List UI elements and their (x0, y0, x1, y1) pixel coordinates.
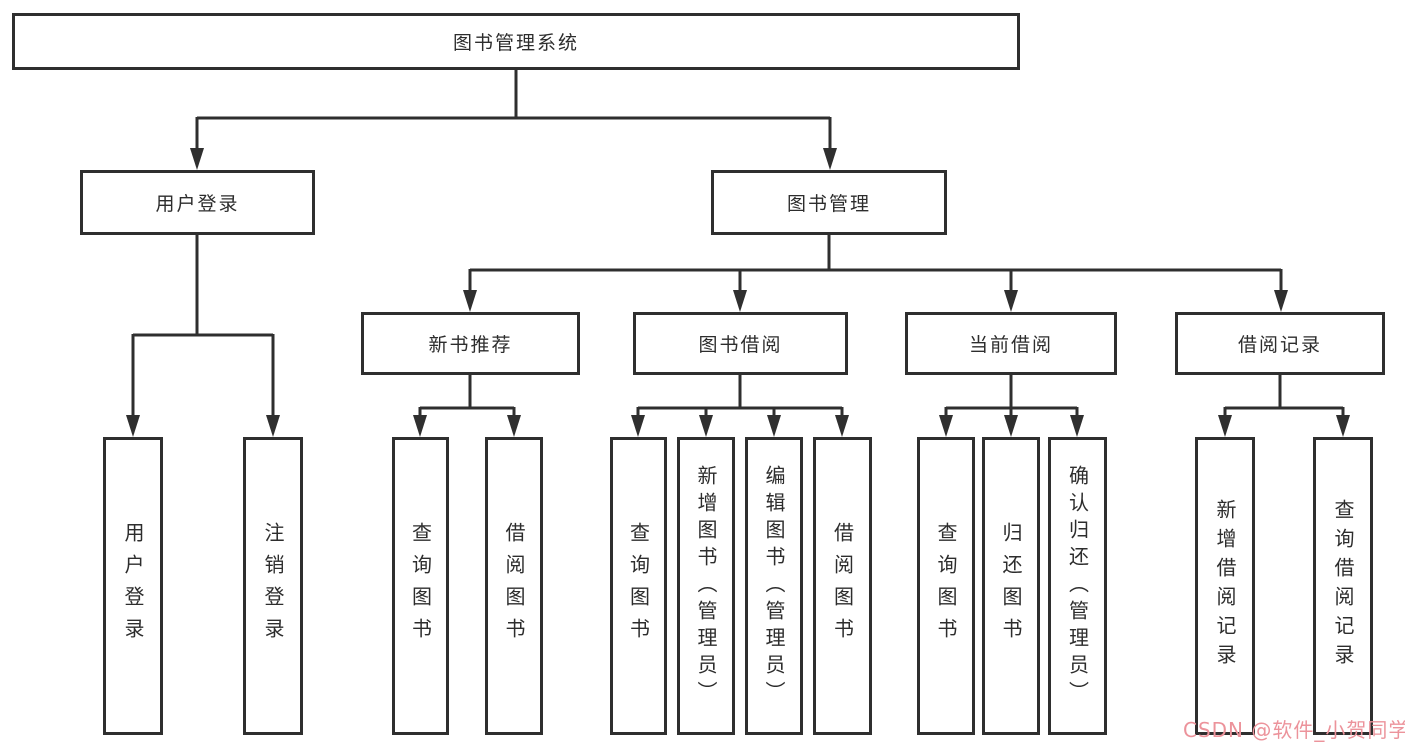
leaf-recommend-query-book: 查询图书 (392, 437, 449, 735)
leaf-records-query-record-label: 查询借阅记录 (1331, 499, 1355, 673)
leaf-current-query-book: 查询图书 (917, 437, 975, 735)
leaf-borrowing-query-book: 查询图书 (610, 437, 667, 735)
leaf-current-return-book: 归还图书 (982, 437, 1040, 735)
node-borrowing-records-label: 借阅记录 (1237, 334, 1322, 356)
node-new-book-recommend-label: 新书推荐 (428, 334, 513, 356)
leaf-borrowing-edit-book-admin-label: 编辑图书（管理员） (762, 464, 786, 708)
leaf-current-confirm-return-admin: 确认归还（管理员） (1048, 437, 1107, 735)
leaf-borrowing-borrow-book-label: 借阅图书 (830, 522, 855, 650)
csdn-watermark: CSDN @软件_小贺同学 (1183, 718, 1405, 742)
leaf-current-query-book-label: 查询图书 (934, 522, 958, 650)
leaf-recommend-borrow-book-label: 借阅图书 (502, 522, 526, 650)
leaf-borrowing-edit-book-admin: 编辑图书（管理员） (745, 437, 803, 735)
node-new-book-recommend: 新书推荐 (361, 312, 580, 375)
node-root-label: 图书管理系统 (452, 32, 579, 54)
leaf-records-add-record-label: 新增借阅记录 (1213, 499, 1237, 673)
leaf-borrowing-add-book-admin-label: 新增图书（管理员） (694, 464, 718, 708)
leaf-records-query-record: 查询借阅记录 (1313, 437, 1373, 735)
leaf-current-confirm-return-admin-label: 确认归还（管理员） (1065, 464, 1090, 708)
node-current-borrowing: 当前借阅 (905, 312, 1117, 375)
leaf-borrowing-add-book-admin: 新增图书（管理员） (677, 437, 735, 735)
leaf-recommend-query-book-label: 查询图书 (408, 522, 433, 650)
leaf-user-login: 用户登录 (103, 437, 163, 735)
leaf-logout-label: 注销登录 (261, 522, 285, 650)
node-user-login-label: 用户登录 (155, 193, 240, 215)
node-book-management: 图书管理 (711, 170, 947, 235)
node-current-borrowing-label: 当前借阅 (968, 334, 1053, 356)
node-root: 图书管理系统 (12, 13, 1020, 70)
leaf-current-return-book-label: 归还图书 (999, 522, 1023, 650)
leaf-borrowing-borrow-book: 借阅图书 (813, 437, 872, 735)
node-user-login: 用户登录 (80, 170, 315, 235)
node-borrowing-records: 借阅记录 (1175, 312, 1385, 375)
leaf-borrowing-query-book-label: 查询图书 (626, 522, 651, 650)
node-book-management-label: 图书管理 (786, 193, 871, 215)
leaf-logout: 注销登录 (243, 437, 303, 735)
node-book-borrowing-label: 图书借阅 (698, 334, 783, 356)
node-book-borrowing: 图书借阅 (633, 312, 848, 375)
leaf-user-login-label: 用户登录 (121, 522, 145, 650)
leaf-recommend-borrow-book: 借阅图书 (485, 437, 543, 735)
leaf-records-add-record: 新增借阅记录 (1195, 437, 1255, 735)
